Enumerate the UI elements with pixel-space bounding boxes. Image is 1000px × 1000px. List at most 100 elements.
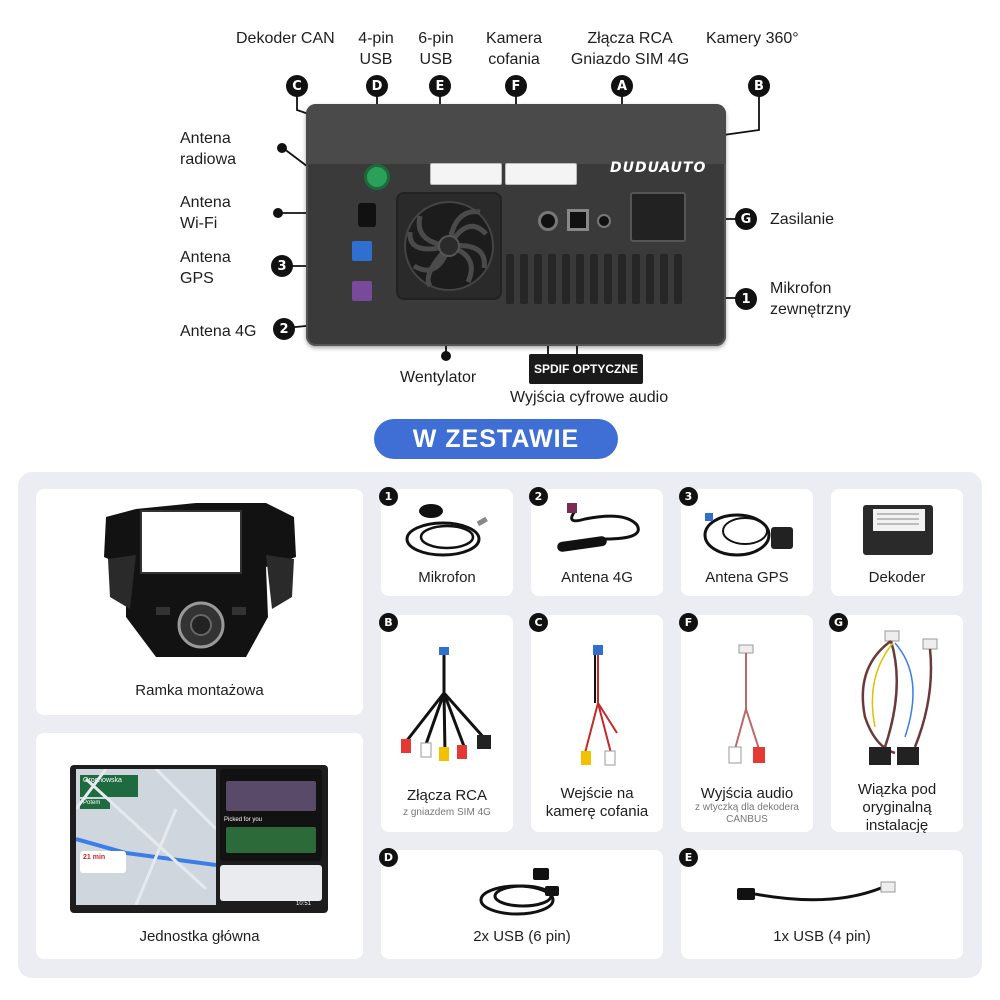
mikrofon-label: Mikrofon — [418, 569, 476, 586]
label-zlacza-rca: Złącza RCA Gniazdo SIM 4G — [570, 30, 690, 68]
audio-sub-label: z wtyczką dla dekodera CANBUS — [695, 802, 799, 825]
mic-port — [597, 214, 611, 228]
rca-label: Złącza RCA — [406, 787, 488, 804]
label-mikrofon-zewnetrzny: Mikrofon zewnętrzny — [770, 280, 851, 318]
label-usb-4pin: 4-pin USB — [358, 30, 394, 68]
connector-block-right — [505, 163, 577, 185]
4g-antenna-image — [557, 503, 640, 552]
label-wyjscia-cyfrowe: Wyjścia cyfrowe audio — [510, 389, 669, 406]
audio-jack-port — [538, 211, 558, 231]
label-usb-6pin: 6-pin USB — [418, 30, 454, 68]
card-badge-e: E — [679, 848, 698, 867]
connector-block-left — [430, 163, 502, 185]
card-wiazka: G Wiązka pod oryginalną instalację — [829, 613, 963, 834]
camera-harness-image — [581, 645, 618, 766]
badge-a: A — [611, 75, 633, 97]
air-vents — [506, 254, 716, 306]
rca-sub-label: z gniazdem SIM 4G — [403, 807, 491, 818]
badge-e: E — [429, 75, 451, 97]
antena-4g-label: Antena 4G — [561, 569, 633, 586]
label-kamery-360: Kamery 360° — [706, 30, 799, 47]
label-dekoder-can: Dekoder CAN — [236, 30, 335, 47]
usb4-label: 1x USB (4 pin) — [773, 928, 871, 945]
card-badge-3: 3 — [679, 487, 698, 506]
wiazka-label: Wiązka pod oryginalną instalację — [857, 781, 937, 834]
wiring-harness-image — [861, 630, 938, 765]
screen-media: Picked for you — [220, 769, 322, 861]
radio-antenna-port — [364, 164, 390, 190]
dot-radio — [277, 143, 287, 153]
screen-map: Grochowska Potem 21 min — [76, 769, 216, 905]
card-jednostka: Grochowska Potem 21 min Picked for you 1… — [36, 733, 363, 959]
label-antena-radiowa: Antena radiowa — [180, 130, 237, 168]
nav-banner: Grochowska — [80, 775, 138, 797]
gps-antenna-image — [703, 513, 793, 557]
kamera-label: Wejście na kamerę cofania — [545, 785, 649, 820]
badge-d: D — [366, 75, 388, 97]
usb-6pin-image — [479, 868, 559, 916]
dot-wentylator — [441, 351, 451, 361]
card-badge-d: D — [379, 848, 398, 867]
4g-antenna-port — [352, 281, 372, 301]
card-badge-c: C — [529, 613, 548, 632]
card-badge-g: G — [829, 613, 848, 632]
card-antena-4g: 2 Antena 4G — [529, 487, 663, 596]
device-top-plate — [306, 104, 726, 164]
badge-b: B — [748, 75, 770, 97]
label-zasilanie: Zasilanie — [770, 211, 835, 228]
label-antena-4g: Antena 4G — [180, 323, 257, 340]
jednostka-label: Jednostka główna — [139, 928, 260, 945]
card-kamera: C Wejście na kamerę cofania — [529, 613, 663, 832]
label-kamera-cofania: Kamera cofania — [485, 30, 543, 68]
antena-gps-label: Antena GPS — [705, 569, 789, 586]
card-usb6: D 2x USB (6 pin) — [379, 848, 663, 959]
audio-label: Wyjścia audio — [700, 785, 794, 802]
section-title-pill: W ZESTAWIE — [374, 419, 618, 459]
fan-icon — [404, 201, 494, 291]
card-badge-1: 1 — [379, 487, 398, 506]
dekoder-label: Dekoder — [868, 569, 926, 586]
power-connector — [630, 192, 686, 242]
badge-1: 1 — [735, 288, 757, 310]
card-usb4: E 1x USB (4 pin) — [679, 848, 963, 959]
card-audio: F Wyjścia audio z wtyczką dla dekodera C… — [679, 613, 813, 832]
dot-wifi — [273, 208, 283, 218]
album-cover — [226, 827, 316, 853]
gps-antenna-port — [352, 241, 372, 261]
microphone-image — [405, 504, 488, 557]
card-ramka: Ramka montażowa — [36, 489, 363, 715]
nav-next: Potem — [80, 799, 110, 809]
ramka-label: Ramka montażowa — [135, 682, 264, 699]
picked-label: Picked for you — [224, 817, 263, 823]
card-badge-b: B — [379, 613, 398, 632]
badge-g: G — [735, 208, 757, 230]
spdif-tag: SPDIF OPTYCZNE — [529, 354, 643, 384]
screen-widgets — [220, 865, 322, 901]
card-antena-gps: 3 Antena GPS — [679, 487, 813, 596]
route-line — [76, 769, 216, 905]
card-rca: B Złącza RCA z gniazdem SIM 4G — [379, 613, 513, 832]
card-dekoder: Dekoder — [831, 489, 963, 596]
cooling-fan — [396, 192, 502, 300]
card-mikrofon: 1 Mikrofon — [379, 487, 513, 596]
decoder-image — [863, 505, 933, 555]
usb6-label: 2x USB (6 pin) — [473, 928, 571, 945]
badge-f: F — [505, 75, 527, 97]
badge-c: C — [286, 75, 308, 97]
optical-spdif-port — [567, 209, 589, 231]
mounting-frame-image — [104, 503, 296, 657]
badge-3: 3 — [271, 255, 293, 277]
usb-4pin-image — [737, 881, 896, 902]
head-unit-image: Grochowska Potem 21 min Picked for you 1… — [70, 765, 328, 913]
eta-box: 21 min — [80, 851, 126, 873]
wifi-antenna-port — [358, 203, 376, 227]
rca-harness-image — [401, 647, 491, 761]
brand-logo: DUDUAUTO — [610, 160, 707, 176]
audio-harness-image — [728, 644, 765, 764]
album-grid — [226, 781, 316, 811]
label-antena-gps: Antena GPS — [180, 249, 231, 287]
badge-2: 2 — [273, 318, 295, 340]
label-wentylator: Wentylator — [400, 369, 477, 386]
card-badge-2: 2 — [529, 487, 548, 506]
screen-clock: 10:51 — [296, 901, 312, 907]
